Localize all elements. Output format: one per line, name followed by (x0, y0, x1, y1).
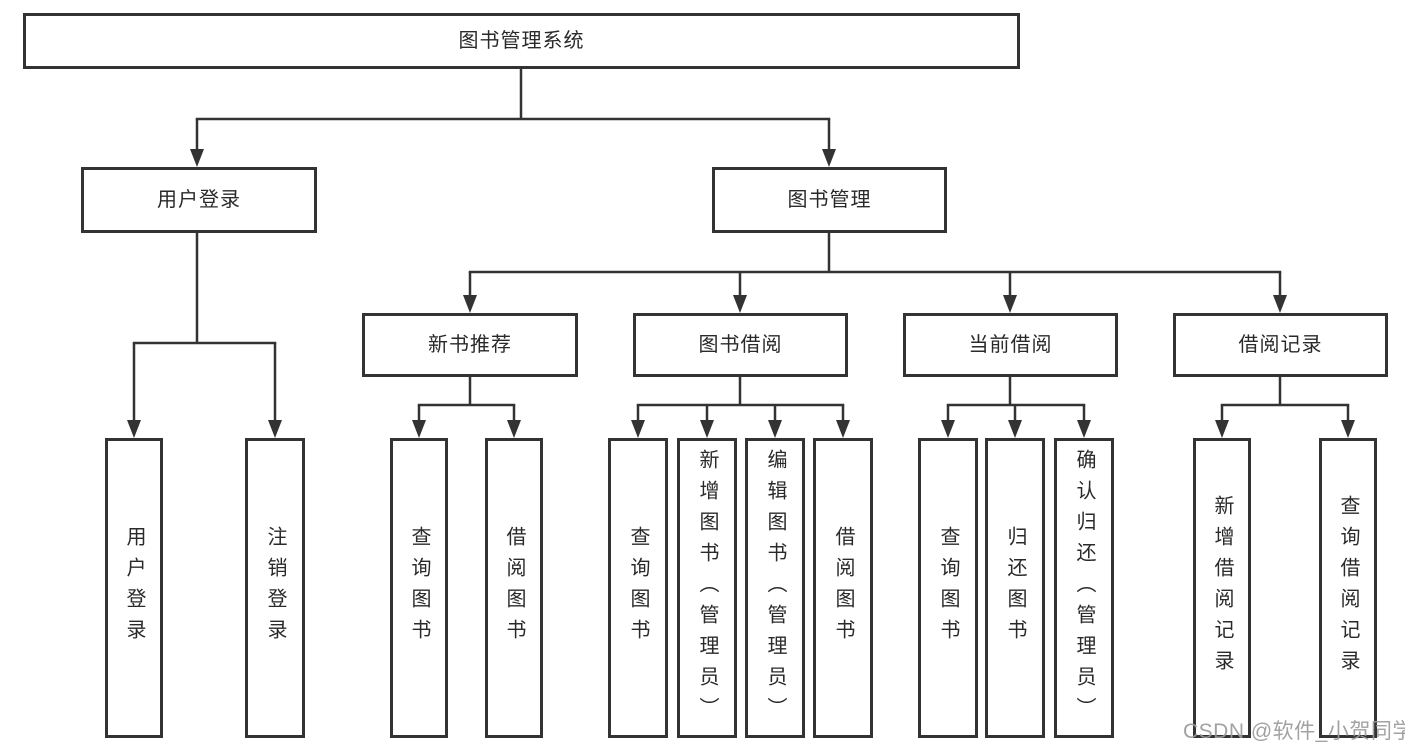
node-user-login: 用户登录 (81, 167, 317, 233)
node-logout: 注销登录 (245, 438, 305, 738)
node-add-book-admin: 新增图书（管理员） (677, 438, 737, 738)
node-new-book-recommend: 新书推荐 (362, 313, 578, 377)
node-current-borrow: 当前借阅 (903, 313, 1118, 377)
node-query-books-borrow: 查询图书 (608, 438, 668, 738)
node-library-management-system: 图书管理系统 (23, 13, 1020, 69)
node-query-borrow-record: 查询借阅记录 (1319, 438, 1377, 738)
arrowheads (127, 149, 1355, 438)
node-query-books-recommend: 查询图书 (390, 438, 448, 738)
node-query-books-current: 查询图书 (918, 438, 978, 738)
node-book-borrow: 图书借阅 (633, 313, 848, 377)
node-confirm-return-admin: 确认归还（管理员） (1054, 438, 1114, 738)
node-book-management: 图书管理 (712, 167, 947, 233)
node-edit-book-admin: 编辑图书（管理员） (745, 438, 805, 738)
node-add-borrow-record: 新增借阅记录 (1193, 438, 1251, 738)
node-borrow-books-recommend: 借阅图书 (485, 438, 543, 738)
csdn-watermark: CSDN @软件_小贺同学 (1183, 720, 1405, 743)
node-user-login-leaf: 用户登录 (105, 438, 163, 738)
node-borrow-records: 借阅记录 (1173, 313, 1388, 377)
node-return-book: 归还图书 (985, 438, 1045, 738)
node-borrow-books-leaf: 借阅图书 (813, 438, 873, 738)
